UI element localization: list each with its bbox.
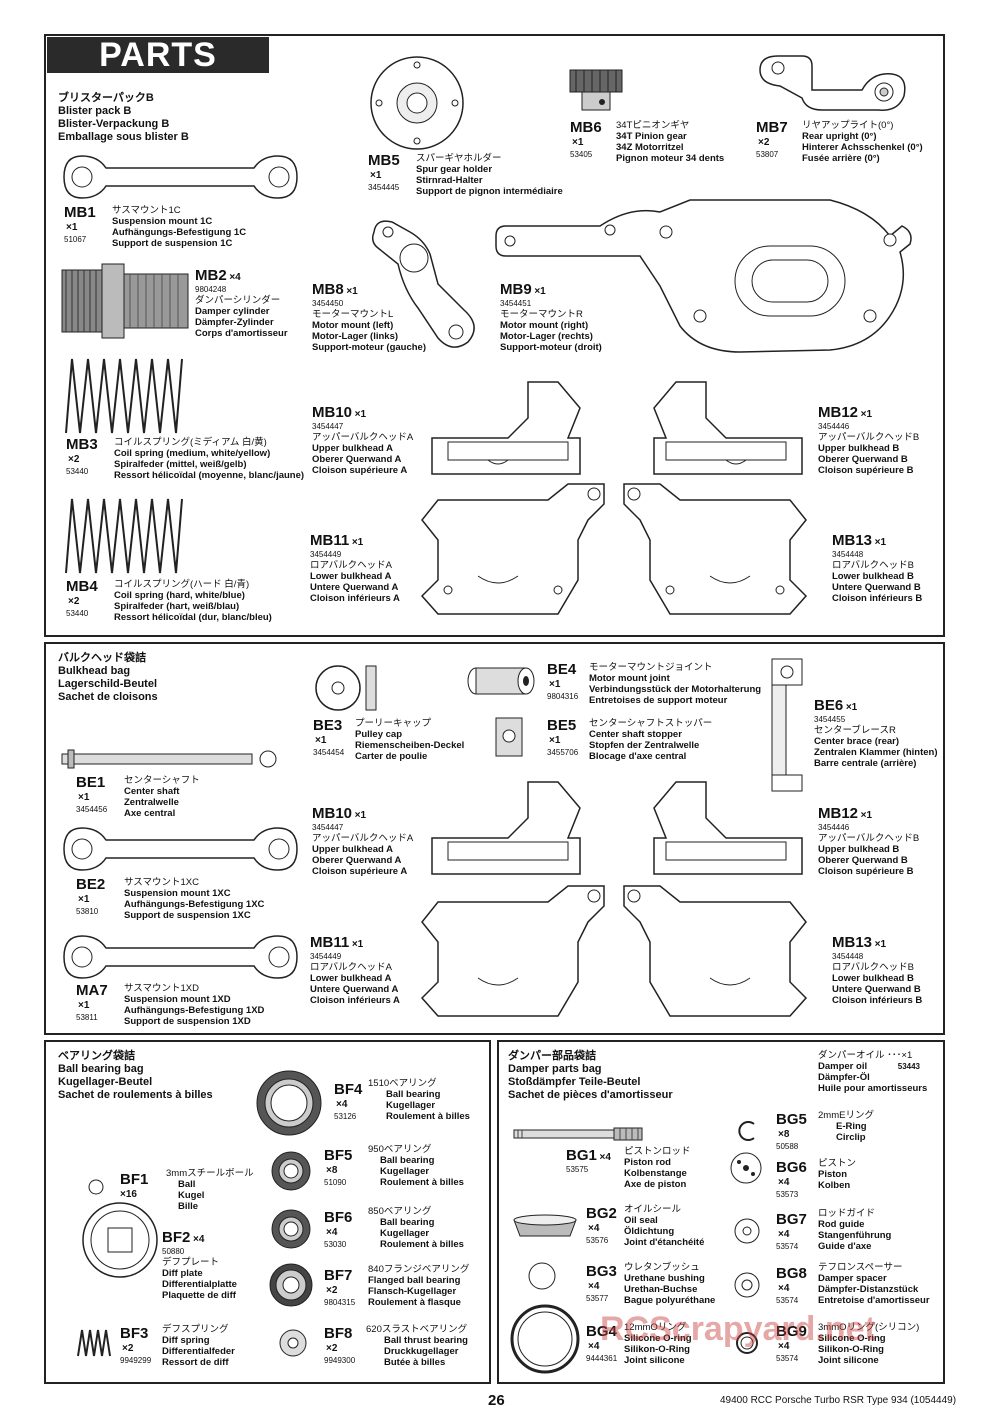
steel-ball-drawing [86,1177,106,1197]
urethane-bushing-drawing [526,1260,558,1292]
page-title: PARTS [47,37,269,73]
bearing-1510-drawing [254,1068,324,1138]
diff-plate-drawing [80,1200,160,1280]
lower-bulkhead-b-drawing [620,480,810,618]
piston-rod-drawing [510,1126,646,1142]
suspension-mount-1xd-drawing [58,930,303,984]
part-mb7: MB7 ×2 53807 リヤアップライト(0°)Rear upright (0… [756,119,923,165]
part-bf8: BF8 ×2 9949300 620スラストベアリング Ball thrust … [324,1324,468,1368]
damper-section-frame [497,1040,945,1384]
top-section-frame [44,34,945,637]
suspension-mount-1xc-drawing [58,822,303,876]
bearing-section-frame [44,1040,491,1384]
middle-section-frame [44,642,945,1035]
piston-drawing [728,1150,764,1186]
oil-seal-drawing [510,1212,580,1240]
upper-bulkhead-b-drawing [646,378,806,478]
thrust-bearing-drawing [278,1328,308,1358]
lower-bulkhead-a-drawing [418,480,608,618]
diff-spring-drawing [74,1326,116,1360]
rear-upright-drawing [752,52,912,118]
motor-mount-joint-drawing [464,664,538,698]
flanged-bearing-drawing [268,1262,314,1308]
motor-mount-right-drawing [490,196,920,356]
watermark: RCScrapyard.net [600,1310,876,1348]
page-number: 26 [488,1392,505,1409]
upper-bulkhead-b-drawing-2 [646,778,806,878]
model-reference: 49400 RCC Porsche Turbo RSR Type 934 (10… [720,1395,957,1406]
e-ring-drawing [734,1118,760,1144]
upper-bulkhead-a-drawing-2 [428,778,588,878]
damper-oil-label: ダンパーオイル ･･･×1 Damper oil 53443 Dämpfer-Ö… [818,1050,928,1094]
part-bf7: BF7 ×2 9804315 840フランジベアリング Flanged ball… [324,1264,470,1308]
bearing-850-drawing [270,1208,312,1250]
rod-guide-drawing [732,1216,762,1246]
lower-bulkhead-a-drawing-2 [418,882,608,1020]
center-shaft-stopper-drawing [492,714,526,760]
bearing-950-drawing [270,1150,312,1192]
motor-mount-left-drawing [368,214,486,350]
damper-cylinder-drawing [58,262,193,340]
coil-spring-medium-drawing [62,355,187,437]
center-brace-drawing [768,655,806,795]
silicone-o-ring-12mm-drawing [508,1302,582,1376]
spur-gear-holder-drawing [367,55,467,155]
lower-bulkhead-b-drawing-2 [620,882,810,1020]
silicone-o-ring-3mm-drawing [734,1330,760,1356]
upper-bulkhead-a-drawing [428,378,588,478]
part-mb3: MB3 ×2 53440 コイルスプリング(ミディアム 白/黄)Coil spr… [66,436,305,482]
part-bg9: BG9 ×4 53574 3mmOリング(シリコン)Silicone O-rin… [776,1322,920,1366]
part-mb4: MB4 ×2 53440 コイルスプリング(ハード 白/青)Coil sprin… [66,578,272,624]
pulley-cap-drawing [312,660,382,716]
coil-spring-hard-drawing [62,495,187,577]
center-shaft-drawing [58,748,284,770]
damper-spacer-drawing [732,1270,762,1300]
suspension-mount-1c-drawing [58,150,303,204]
pinion-gear-drawing [566,66,626,116]
